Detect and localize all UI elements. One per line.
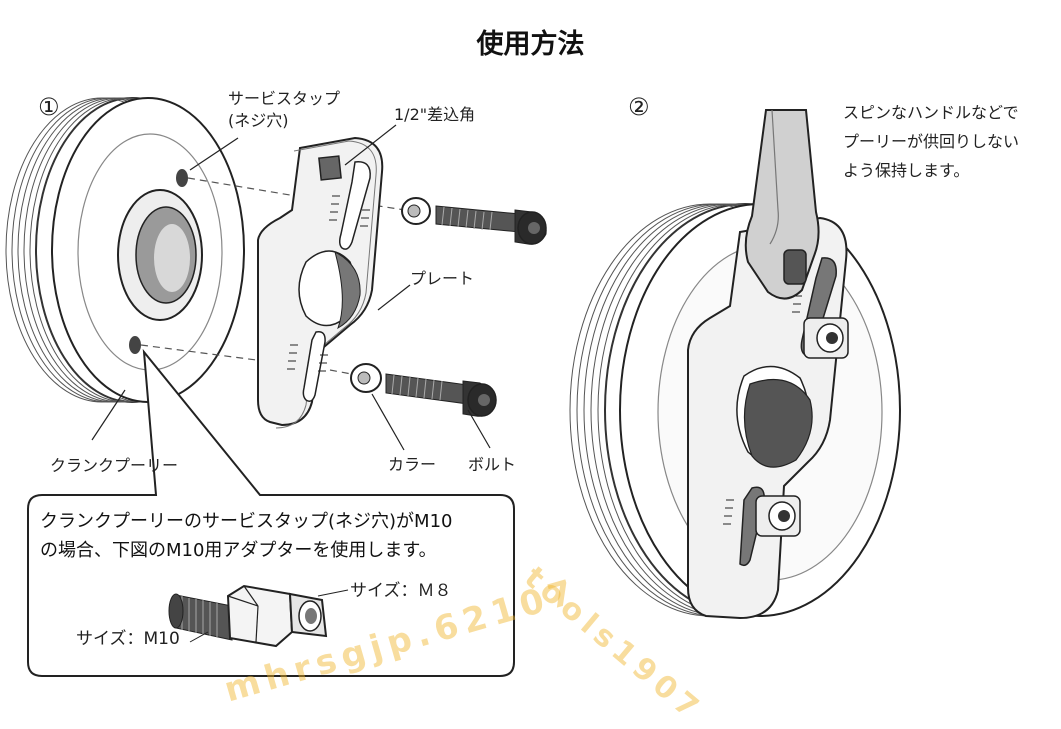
service-tap-hole bbox=[129, 336, 141, 354]
upper-collar-bolt bbox=[401, 197, 547, 245]
size-m10-label: サイズ：M10 bbox=[76, 629, 180, 649]
collar-label: カラー bbox=[388, 455, 437, 474]
step2-note-line: よう保持します。 bbox=[843, 161, 970, 180]
callout-line-2: の場合、下図のM10用アダプターを使用します。 bbox=[40, 540, 437, 561]
service-tap-sublabel: (ネジ穴) bbox=[228, 111, 289, 130]
lower-collar-bolt bbox=[350, 363, 497, 417]
step2-assembly-drawing bbox=[569, 109, 901, 620]
instruction-illustration bbox=[5, 97, 901, 677]
crank-pulley-label: クランクプーリー bbox=[50, 456, 179, 475]
m10-adapter-drawing bbox=[168, 584, 349, 648]
step1-number: ① bbox=[38, 93, 60, 121]
step2-note: スピンなハンドルなどで プーリーが供回りしない よう保持します。 bbox=[843, 98, 1053, 185]
bolt-label: ボルト bbox=[468, 455, 517, 474]
step2-note-line: プーリーが供回りしない bbox=[843, 132, 1020, 151]
step2-note-line: スピンなハンドルなどで bbox=[843, 103, 1019, 122]
adapter-plate bbox=[257, 136, 384, 429]
service-tap-hole bbox=[176, 169, 188, 187]
leader-lines bbox=[91, 124, 491, 451]
callout-bubble bbox=[27, 348, 515, 677]
step2-number: ② bbox=[628, 93, 650, 121]
service-tap-label: サービスタップ bbox=[228, 89, 341, 108]
page-title: 使用方法 bbox=[476, 29, 585, 60]
size-m8-label: サイズ：Ｍ８ bbox=[350, 581, 452, 601]
plate-label: プレート bbox=[410, 269, 475, 288]
crank-pulley-drawing bbox=[5, 97, 245, 403]
callout-line-1: クランクプーリーのサービスタップ(ネジ穴)がM10 bbox=[40, 511, 453, 532]
drive-angle-label: 1/2"差込角 bbox=[394, 105, 476, 124]
